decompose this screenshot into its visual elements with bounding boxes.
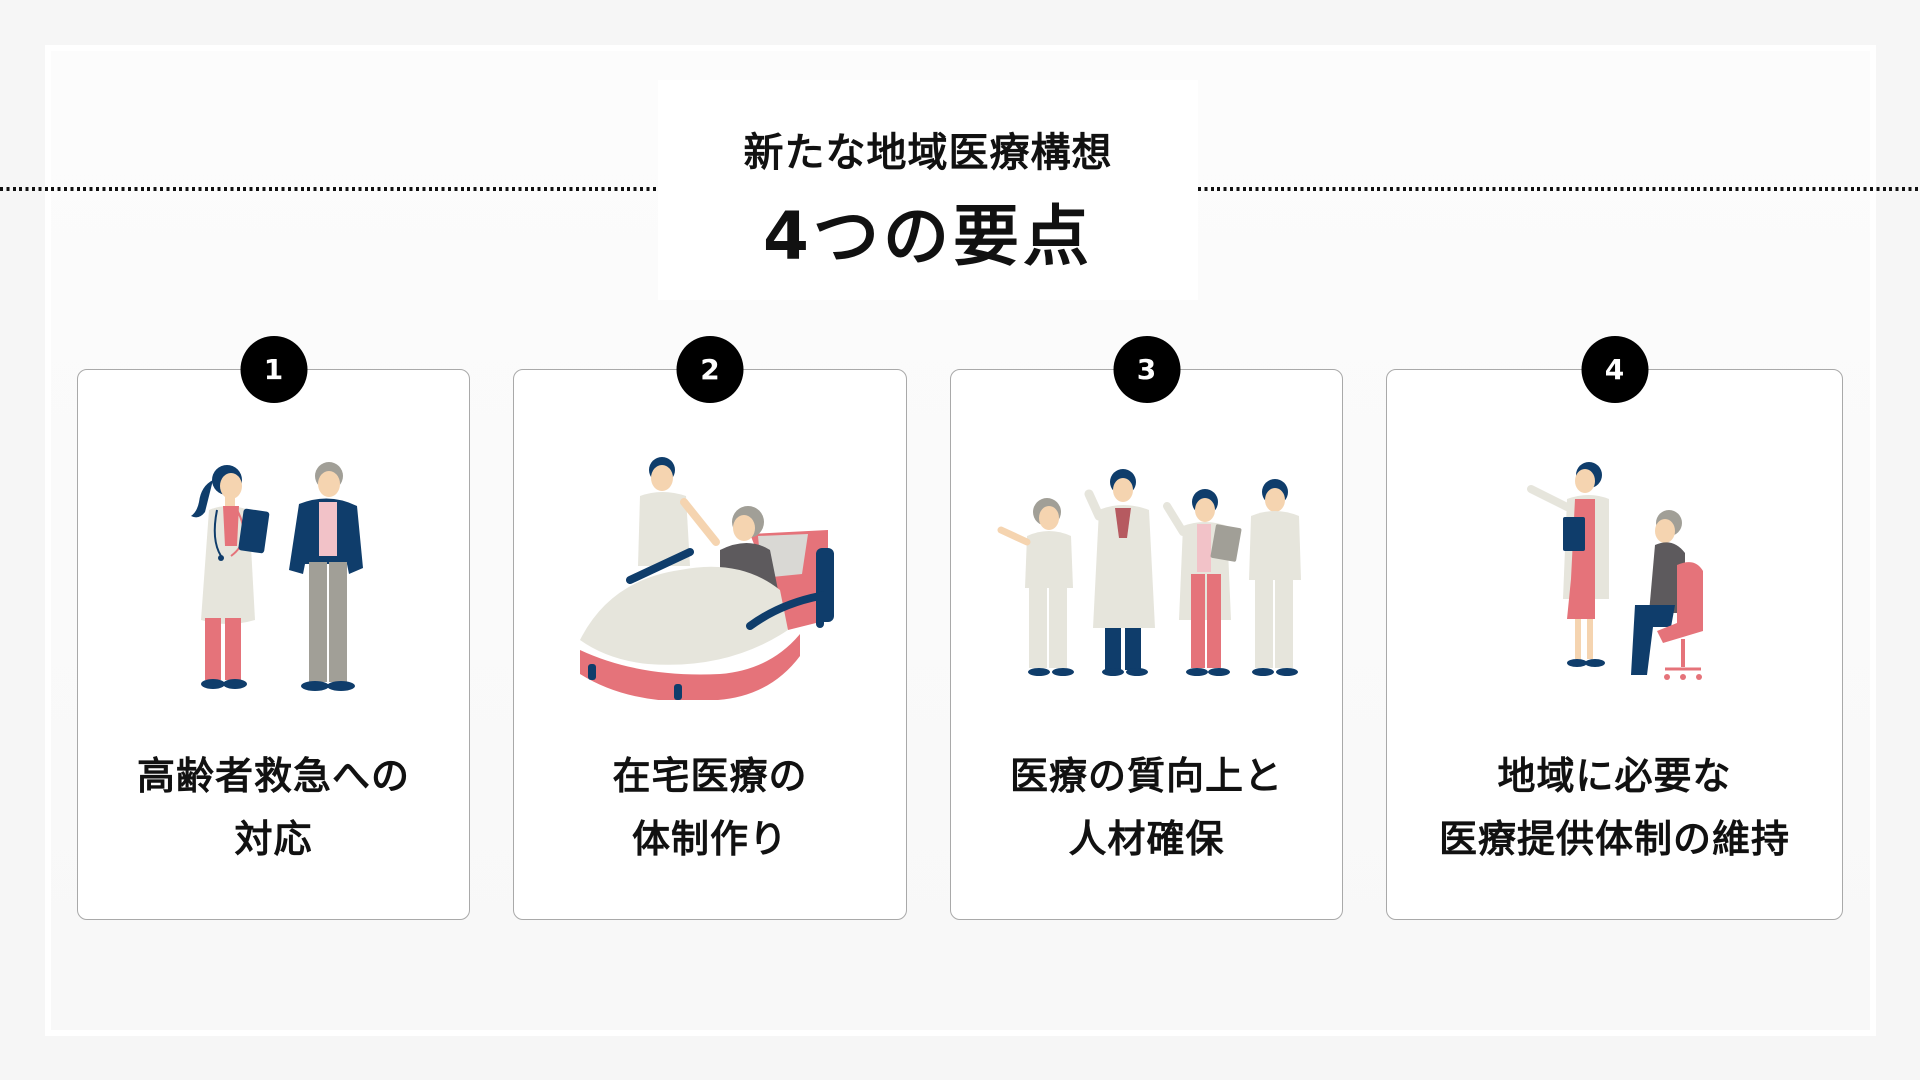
page-subtitle: 新たな地域医療構想 <box>743 130 1113 176</box>
medical-staff-team-icon <box>951 440 1342 710</box>
point-card-3: 3 <box>950 336 1343 920</box>
number-badge: 3 <box>1113 336 1180 403</box>
number-badge: 4 <box>1581 336 1648 403</box>
card-label: 医療の質向上と 人材確保 <box>1009 754 1283 861</box>
home-care-patient-in-bed-icon <box>514 440 906 710</box>
card-label: 在宅医療の 体制作り <box>612 754 808 861</box>
number-badge: 2 <box>676 336 744 403</box>
point-card-2: 2 在宅医療の 体制作り <box>513 336 907 920</box>
point-card-4: 4 地域に必要な 医療提 <box>1386 336 1843 920</box>
card-label: 地域に必要な 医療提供体制の維持 <box>1438 754 1790 861</box>
dotted-divider-left <box>0 187 658 191</box>
number-badge: 1 <box>240 336 307 403</box>
title-box: 新たな地域医療構想 4つの要点 <box>658 80 1198 300</box>
page-title: 4つの要点 <box>763 198 1093 275</box>
point-card-1: 1 高齢者救急への <box>77 336 470 920</box>
doctor-with-elderly-man-icon <box>78 440 469 710</box>
doctor-with-seated-patient-icon <box>1387 440 1842 710</box>
dotted-divider-right <box>1198 187 1920 191</box>
card-label: 高齢者救急への 対応 <box>136 754 410 861</box>
